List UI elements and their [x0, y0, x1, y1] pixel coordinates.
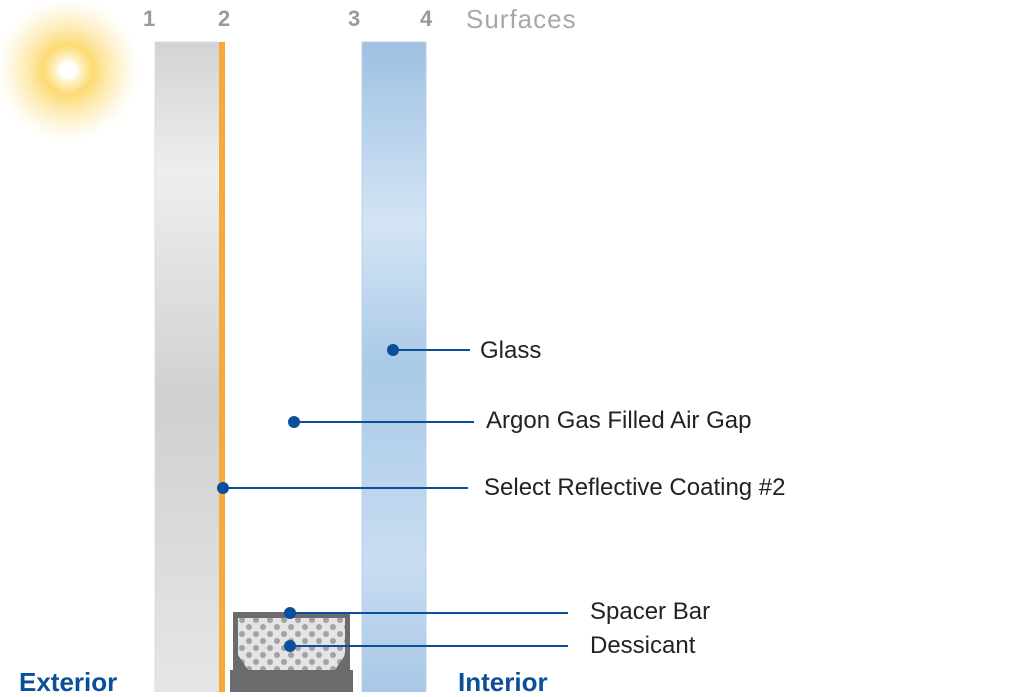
interior-glass-pane: [361, 41, 427, 692]
label-argon-gap: Argon Gas Filled Air Gap: [486, 407, 752, 434]
surface-number-2: 2: [218, 6, 231, 31]
surface-number-1: 1: [143, 6, 156, 31]
exterior-glass-pane: [154, 41, 221, 692]
spacer-bar: [230, 612, 353, 692]
surface-number-4: 4: [420, 6, 433, 31]
label-dessicant: Dessicant: [590, 632, 696, 659]
callout-lines: [217, 344, 568, 652]
label-glass: Glass: [480, 337, 542, 364]
reflective-coating: [219, 42, 225, 692]
sun-icon: [0, 0, 140, 142]
label-reflective-coating: Select Reflective Coating #2: [484, 474, 786, 501]
label-interior: Interior: [458, 667, 548, 697]
surfaces-title: Surfaces: [466, 4, 577, 34]
label-exterior: Exterior: [19, 667, 118, 697]
surface-number-3: 3: [348, 6, 361, 31]
label-spacer-bar: Spacer Bar: [590, 598, 711, 625]
